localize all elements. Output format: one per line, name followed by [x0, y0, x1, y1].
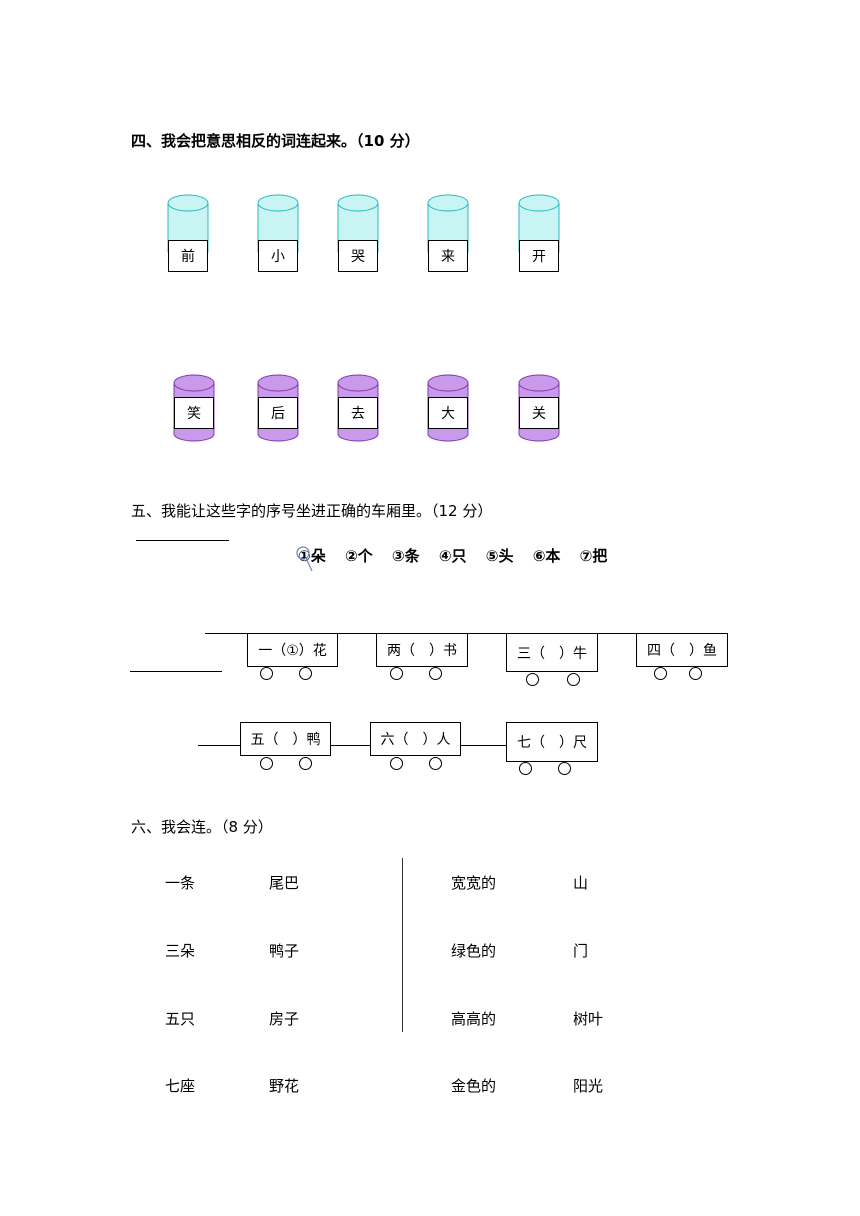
bottom-word-1[interactable]: 笑 — [174, 397, 214, 429]
left-col1-item-4[interactable]: 七座 — [165, 1077, 196, 1095]
train-line-2a — [198, 745, 240, 746]
right-col2-item-2[interactable]: 门 — [573, 942, 589, 960]
right-col1-item-2[interactable]: 绿色的 — [451, 942, 497, 960]
measure-word-list: ①朵 ②个 ③条 ④只 ⑤头 ⑥本 ⑦把 — [298, 545, 621, 566]
train-line-1a — [205, 633, 247, 634]
train-car-6[interactable]: 六（ ）人 — [370, 722, 461, 756]
left-col1-item-3[interactable]: 五只 — [165, 1010, 196, 1028]
section-4-heading: 四、我会把意思相反的词连起来。（10 分） — [131, 132, 420, 150]
measure-word-6[interactable]: ⑥本 — [532, 547, 561, 565]
wheel — [299, 757, 312, 770]
wheel — [390, 667, 403, 680]
train-car-3[interactable]: 三（ ）牛 — [506, 633, 598, 672]
top-cylinder-2 — [257, 194, 299, 253]
divider-line — [402, 858, 403, 1032]
wheel — [689, 667, 702, 680]
left-col2-item-4[interactable]: 野花 — [269, 1077, 300, 1095]
train-car-7[interactable]: 七（ ）尺 — [506, 722, 598, 762]
measure-word-5[interactable]: ⑤头 — [485, 547, 514, 565]
train-car-2[interactable]: 两（ ）书 — [376, 633, 468, 667]
decorative-line — [136, 540, 229, 541]
train-connector-1 — [338, 633, 376, 634]
measure-word-2[interactable]: ②个 — [344, 547, 373, 565]
magnifier-icon — [296, 546, 313, 572]
wheel — [558, 762, 571, 775]
wheel — [390, 757, 403, 770]
left-col2-item-3[interactable]: 房子 — [269, 1010, 300, 1028]
top-cylinder-1 — [167, 194, 209, 253]
measure-word-7[interactable]: ⑦把 — [579, 547, 608, 565]
top-word-3[interactable]: 哭 — [338, 240, 378, 272]
bottom-word-2[interactable]: 后 — [258, 397, 298, 429]
train-connector-4 — [331, 745, 370, 746]
section-5-heading: 五、我能让这些字的序号坐进正确的车厢里。（12 分） — [131, 502, 493, 520]
wheel — [519, 762, 532, 775]
right-col1-item-4[interactable]: 金色的 — [451, 1077, 497, 1095]
top-word-5[interactable]: 开 — [519, 240, 559, 272]
left-col1-item-1[interactable]: 一条 — [165, 874, 196, 892]
top-cylinder-5 — [518, 194, 560, 253]
train-car-4[interactable]: 四（ ）鱼 — [636, 633, 728, 667]
wheel — [429, 757, 442, 770]
wheel — [260, 757, 273, 770]
wheel — [429, 667, 442, 680]
right-col2-item-1[interactable]: 山 — [573, 874, 589, 892]
wheel — [299, 667, 312, 680]
bottom-word-3[interactable]: 去 — [338, 397, 378, 429]
train-connector-3 — [598, 633, 636, 634]
wheel — [260, 667, 273, 680]
wheel — [654, 667, 667, 680]
right-col2-item-4[interactable]: 阳光 — [573, 1077, 604, 1095]
top-word-1[interactable]: 前 — [168, 240, 208, 272]
measure-word-1[interactable]: ①朵 — [298, 547, 326, 565]
right-col1-item-3[interactable]: 高高的 — [451, 1010, 497, 1028]
train-connector-2 — [468, 633, 506, 634]
measure-word-3[interactable]: ③条 — [391, 547, 420, 565]
left-col2-item-2[interactable]: 鸭子 — [269, 942, 300, 960]
train-car-1[interactable]: 一（①）花 — [247, 633, 338, 667]
left-col1-item-2[interactable]: 三朵 — [165, 942, 196, 960]
measure-word-4[interactable]: ④只 — [438, 547, 467, 565]
left-col2-item-1[interactable]: 尾巴 — [269, 874, 300, 892]
top-cylinder-3 — [337, 194, 379, 253]
top-cylinder-4 — [427, 194, 469, 253]
train-car-5[interactable]: 五（ ）鸭 — [240, 722, 331, 756]
bottom-word-4[interactable]: 大 — [428, 397, 468, 429]
train-line-1b — [130, 671, 222, 672]
right-col1-item-1[interactable]: 宽宽的 — [451, 874, 497, 892]
top-word-2[interactable]: 小 — [258, 240, 298, 272]
bottom-word-5[interactable]: 关 — [519, 397, 559, 429]
wheel — [526, 673, 539, 686]
top-word-4[interactable]: 来 — [428, 240, 468, 272]
wheel — [567, 673, 580, 686]
section-6-heading: 六、我会连。（8 分） — [131, 818, 273, 836]
train-connector-5 — [461, 745, 506, 746]
right-col2-item-3[interactable]: 树叶 — [573, 1010, 604, 1028]
